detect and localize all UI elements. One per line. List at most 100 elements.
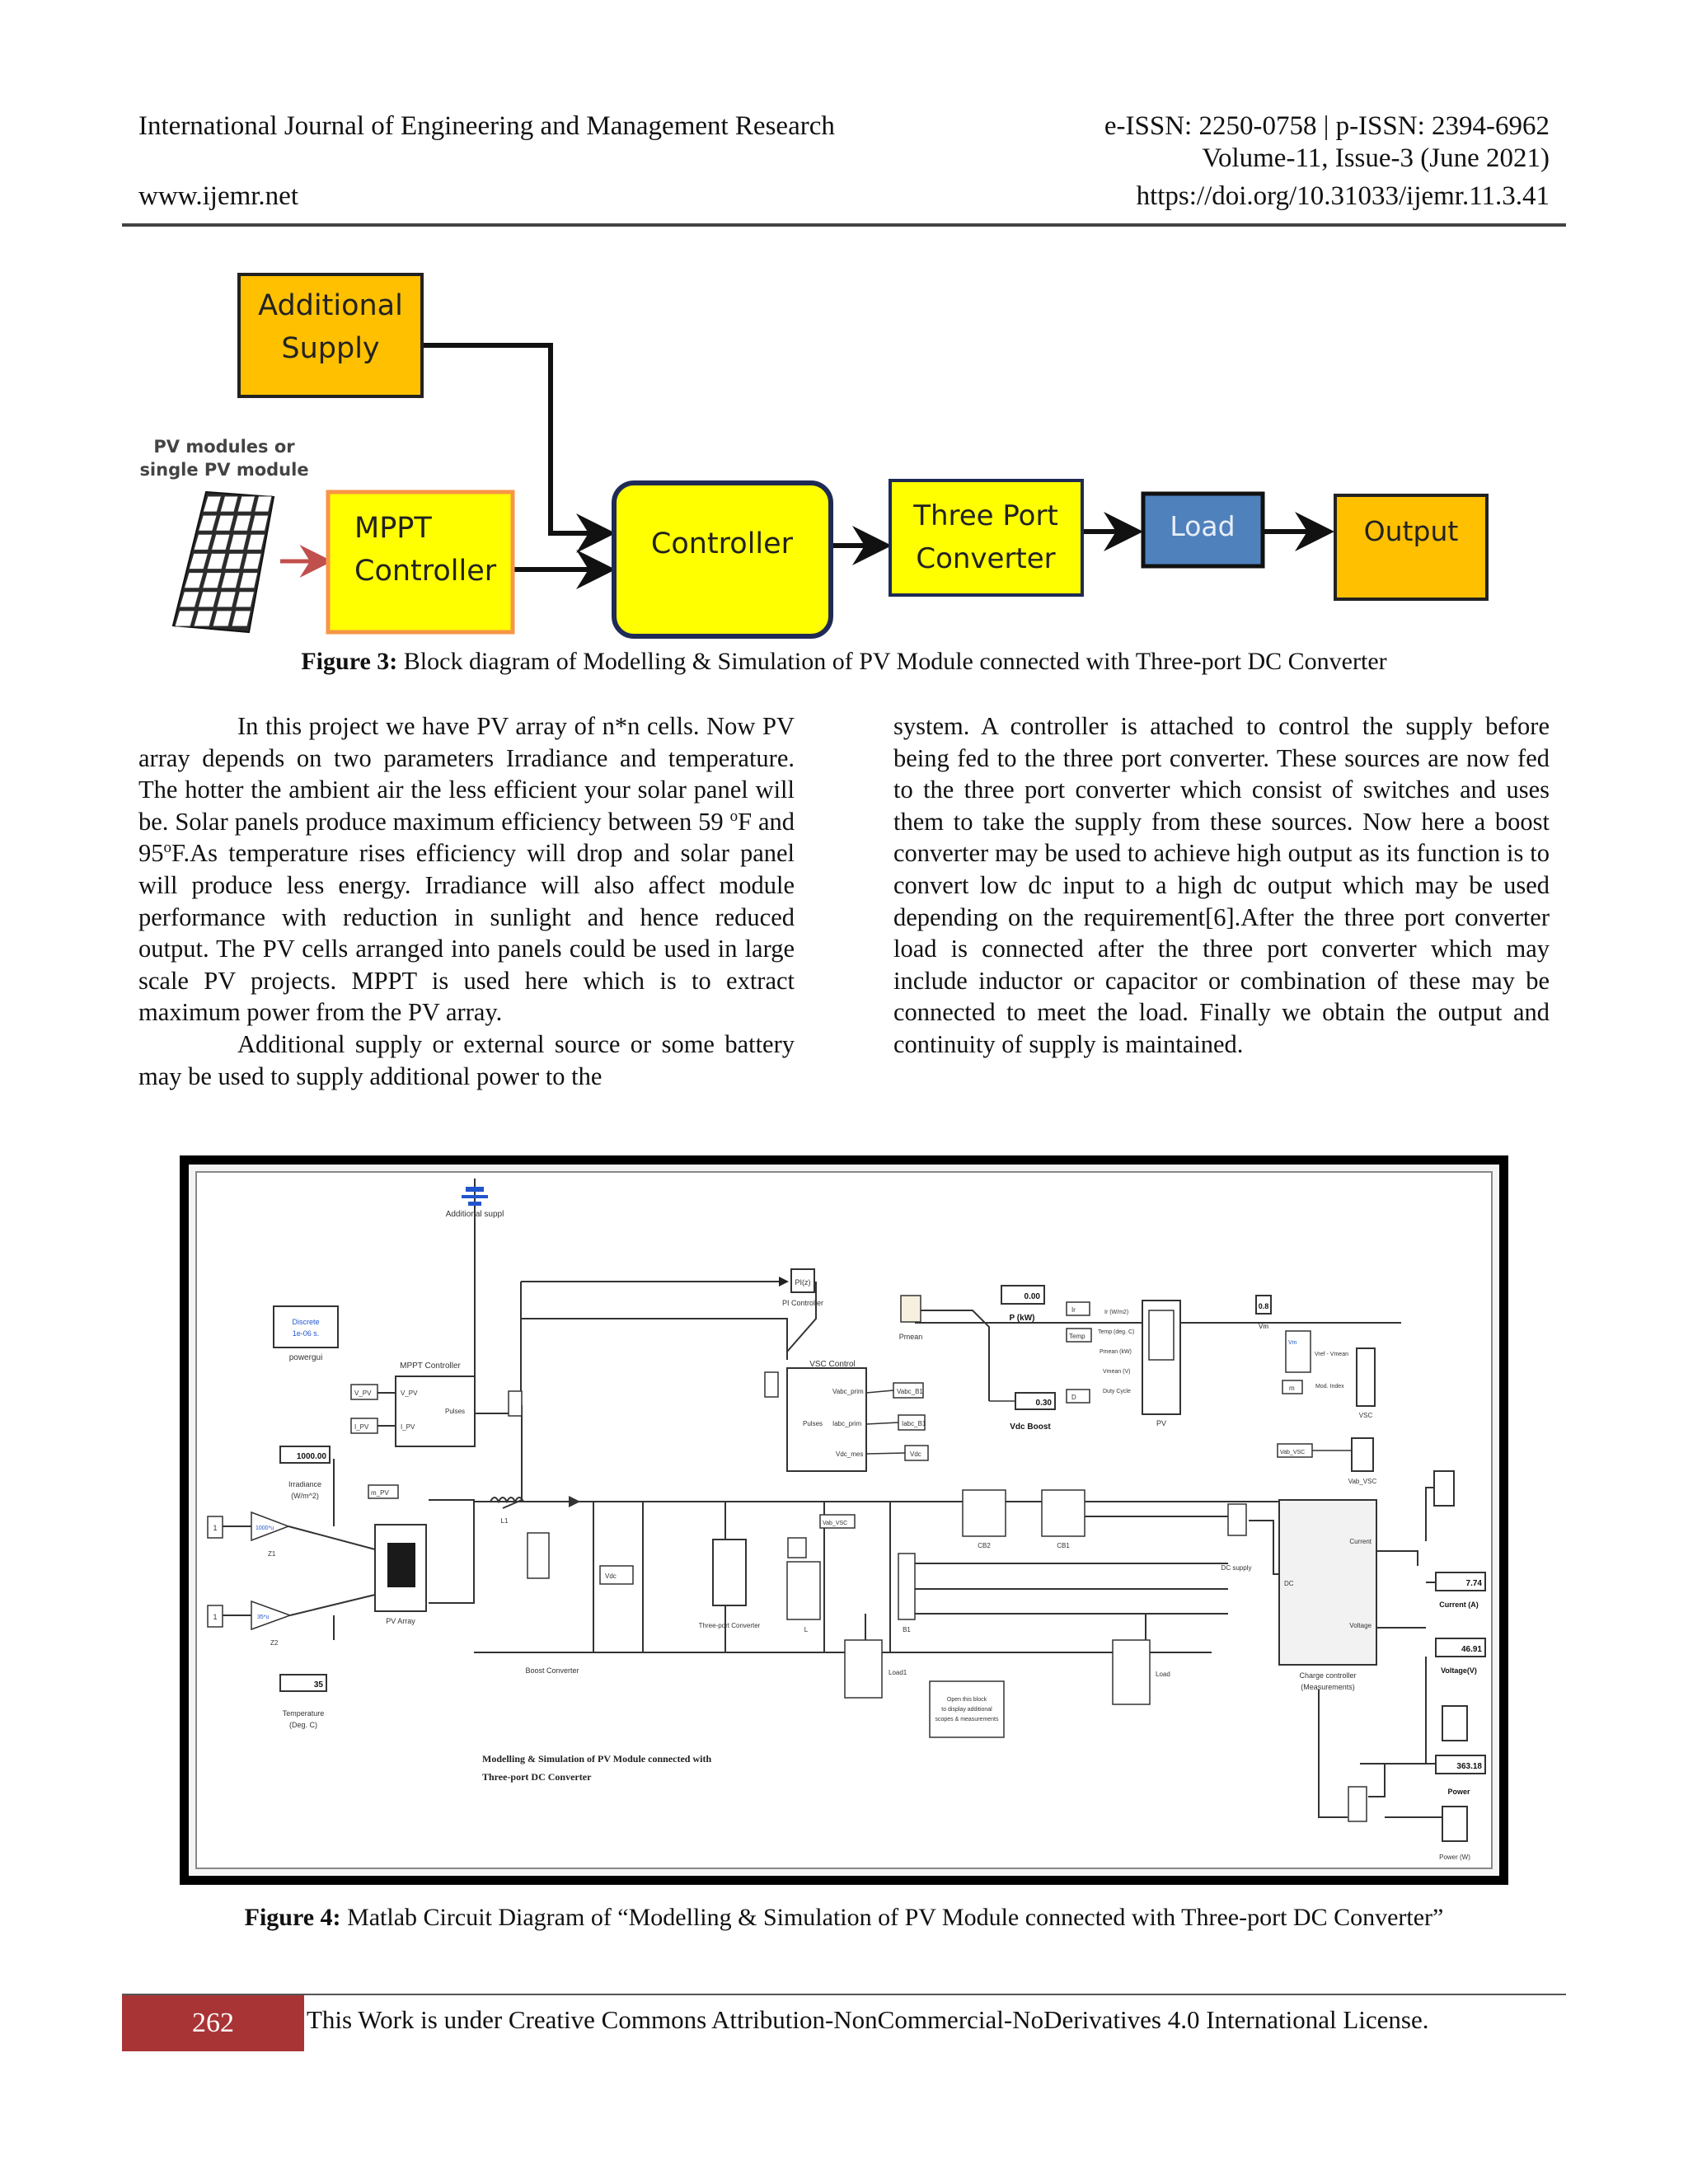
- svg-text:Vmean (V): Vmean (V): [1103, 1369, 1130, 1375]
- svg-text:L: L: [804, 1626, 809, 1633]
- svg-text:0.00: 0.00: [1025, 1292, 1041, 1301]
- figure-3-caption: Figure 3: Block diagram of Modelling & S…: [301, 648, 1387, 675]
- svg-text:V_PV: V_PV: [354, 1390, 372, 1397]
- circuit-breaker-cb2[interactable]: [962, 1489, 1006, 1537]
- temp-from-tag[interactable]: [1066, 1328, 1092, 1343]
- power-scope[interactable]: [1442, 1806, 1468, 1842]
- mppt-label: MPPT: [354, 512, 432, 545]
- voltage-display: [1435, 1638, 1486, 1657]
- vsc-scope-block[interactable]: [1356, 1347, 1376, 1407]
- gain-z1[interactable]: [251, 1511, 291, 1542]
- doi-link[interactable]: https://doi.org/10.31033/ijemr.11.3.41: [1136, 181, 1550, 211]
- svg-text:46.91: 46.91: [1461, 1645, 1482, 1654]
- measurements-subsystem[interactable]: [929, 1680, 1005, 1738]
- volume-issue: Volume-11, Issue-3 (June 2021): [1202, 143, 1550, 173]
- irradiance-display: [279, 1446, 331, 1464]
- page-number: 262: [122, 1995, 304, 2051]
- bus-b1[interactable]: [898, 1553, 916, 1620]
- charge-controller-block[interactable]: [1278, 1499, 1377, 1666]
- load1-block[interactable]: [844, 1639, 883, 1699]
- switch-block-1[interactable]: [508, 1390, 523, 1417]
- vpv-goto-tag[interactable]: [350, 1384, 378, 1400]
- powergui-block[interactable]: [273, 1305, 339, 1348]
- svg-text:Ir (W/m2): Ir (W/m2): [1104, 1310, 1128, 1315]
- pmean-block[interactable]: [900, 1295, 921, 1323]
- pv-cell: [246, 533, 266, 551]
- paragraph-controller: system. A controller is attached to cont…: [893, 712, 1550, 1058]
- pv-cell: [235, 591, 256, 608]
- load-sim-block[interactable]: [1112, 1639, 1151, 1705]
- switch-block-2[interactable]: [764, 1371, 779, 1398]
- pv-cell: [210, 533, 231, 551]
- mppt-controller-sim-block[interactable]: [395, 1376, 476, 1447]
- additional-supply-block: [237, 273, 424, 398]
- constant-block-2[interactable]: [207, 1605, 223, 1628]
- svg-text:Three-port Converter: Three-port Converter: [699, 1622, 761, 1629]
- output-block: [1334, 494, 1489, 601]
- product-block[interactable]: [1348, 1786, 1367, 1822]
- solar-panel-icon: [171, 490, 275, 634]
- pi-controller-block[interactable]: [790, 1268, 815, 1293]
- three-port-converter-sim-block[interactable]: [712, 1539, 747, 1606]
- mppt-controller-block: [326, 490, 515, 635]
- additional-supply-source[interactable]: [462, 1179, 488, 1206]
- svg-text:Temp: Temp: [1069, 1333, 1085, 1340]
- svg-text:Vdc_mes: Vdc_mes: [836, 1451, 863, 1458]
- ipv-goto-tag[interactable]: [350, 1418, 378, 1434]
- circuit-breaker-cb1[interactable]: [1041, 1489, 1085, 1537]
- additional-supply-label: Additional: [258, 289, 403, 322]
- vab-vsc-goto-tag[interactable]: [819, 1514, 856, 1529]
- vdc-measure[interactable]: [599, 1565, 634, 1585]
- ir-from-tag[interactable]: [1066, 1301, 1090, 1316]
- pv-cell: [183, 572, 204, 589]
- power-kw-display: [1001, 1285, 1045, 1305]
- svg-text:CB2: CB2: [978, 1542, 991, 1549]
- svg-text:PV: PV: [1156, 1419, 1166, 1427]
- svg-text:Load: Load: [1156, 1671, 1170, 1678]
- svg-text:Iabc_prim: Iabc_prim: [832, 1420, 861, 1427]
- svg-text:single PV module: single PV module: [139, 460, 308, 480]
- svg-text:(Measurements): (Measurements): [1301, 1683, 1355, 1691]
- svg-text:Charge controller: Charge controller: [1299, 1671, 1356, 1680]
- header-rule: [122, 223, 1566, 227]
- vsc-control-block[interactable]: [786, 1367, 867, 1472]
- svg-text:Supply: Supply: [281, 332, 379, 365]
- m-from-tag[interactable]: [1282, 1380, 1303, 1394]
- mosfet-boost[interactable]: [527, 1532, 550, 1579]
- temperature-display: [279, 1674, 327, 1692]
- constant-block-1[interactable]: [207, 1516, 223, 1539]
- gain-z2[interactable]: [251, 1600, 293, 1631]
- pv-cell: [250, 514, 270, 532]
- svg-text:to display additional: to display additional: [941, 1707, 992, 1713]
- svg-text:0.8: 0.8: [1259, 1302, 1269, 1310]
- vm-goto-tags[interactable]: [1285, 1330, 1311, 1373]
- pv-cell: [237, 495, 256, 513]
- svg-text:7.74: 7.74: [1466, 1579, 1483, 1588]
- transformer-block[interactable]: [786, 1561, 821, 1620]
- switch-block-4[interactable]: [1227, 1503, 1247, 1536]
- d-from-tag[interactable]: [1066, 1389, 1090, 1404]
- switch-block-3[interactable]: [787, 1537, 807, 1558]
- vab-vsc-scope[interactable]: [1351, 1437, 1374, 1472]
- svg-text:1: 1: [213, 1524, 217, 1532]
- current-scope[interactable]: [1433, 1470, 1455, 1507]
- pv-cell: [174, 610, 196, 627]
- website-link[interactable]: www.ijemr.net: [138, 181, 298, 211]
- pv-cell: [193, 533, 213, 551]
- pv-cell: [242, 552, 262, 570]
- figure-4-simulink-model: Additional suppl Discrete 1e-06 s. power…: [180, 1155, 1508, 1885]
- svg-text:Vab_VSC: Vab_VSC: [1280, 1450, 1305, 1455]
- svg-text:scopes & measurements: scopes & measurements: [935, 1717, 999, 1722]
- license-notice: This Work is under Creative Commons Attr…: [307, 2005, 1429, 2034]
- svg-text:D: D: [1071, 1394, 1076, 1401]
- pv-array-block[interactable]: [374, 1524, 427, 1612]
- svg-text:Current: Current: [1349, 1538, 1372, 1545]
- footer-rule: [122, 1994, 1566, 1995]
- pv-cell: [238, 572, 259, 589]
- svg-text:Iabc_B1: Iabc_B1: [902, 1420, 926, 1427]
- load-block: [1141, 491, 1265, 569]
- mpv-goto-tag[interactable]: [368, 1484, 399, 1499]
- voltage-scope[interactable]: [1442, 1705, 1468, 1741]
- svg-text:Vab_VSC: Vab_VSC: [1348, 1478, 1377, 1485]
- inductor-l1: [490, 1497, 524, 1504]
